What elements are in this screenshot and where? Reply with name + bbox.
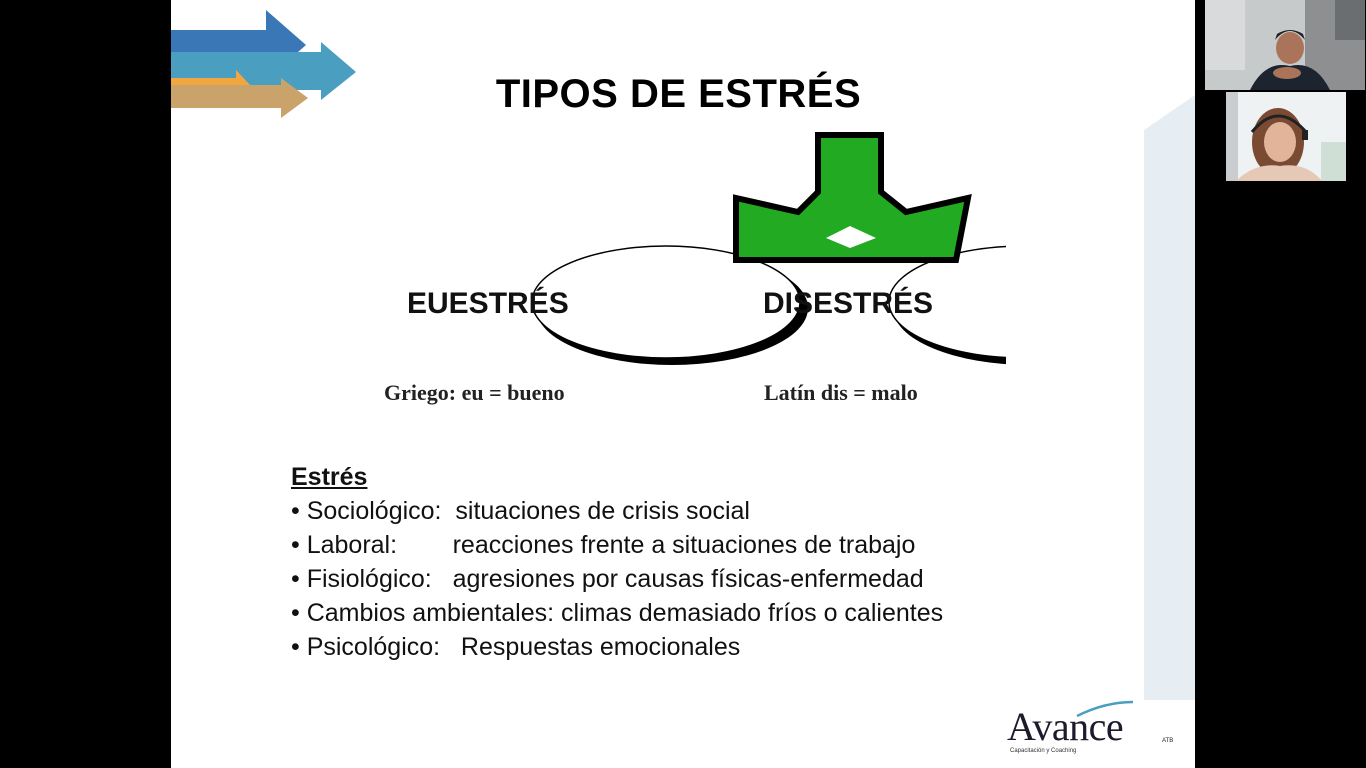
disestres-label: DISESTRÉS — [763, 287, 934, 320]
bullet-item: • Sociológico: situaciones de crisis soc… — [291, 497, 750, 525]
disestres-origin: Latín dis = malo — [764, 380, 918, 405]
logo-text: Avance — [1007, 704, 1124, 749]
bullet-item: • Cambios ambientales: climas demasiado … — [291, 599, 944, 627]
disestres-ellipse — [888, 245, 1006, 359]
logo-tagline: Capacitación y Coaching — [1010, 748, 1077, 754]
stress-types-diagram — [531, 132, 1006, 365]
bullet-item: • Fisiológico: agresiones por causas fís… — [291, 565, 924, 593]
split-arrow-icon — [733, 132, 972, 263]
logo-suffix: ATB — [1162, 738, 1174, 744]
decorative-panel — [1144, 95, 1195, 700]
logo-swoosh-icon — [1076, 700, 1134, 718]
participant-video-woman-headset — [1226, 92, 1346, 181]
estres-heading: Estrés — [291, 463, 368, 491]
participant-video-tile[interactable] — [1226, 92, 1346, 181]
participant-video-man — [1205, 0, 1365, 90]
avance-logo: Avance ATB Capacitación y Coaching — [1007, 700, 1177, 760]
bullet-item: • Psicológico: Respuestas emocionales — [291, 633, 741, 661]
presentation-slide: TIPOS DE ESTRÉS EUESTRÉS DISESTRÉS Grieg… — [171, 0, 1195, 768]
euestres-ellipse — [531, 245, 801, 359]
euestres-origin: Griego: eu = bueno — [384, 380, 565, 405]
euestres-label: EUESTRÉS — [407, 287, 569, 320]
bullet-item: • Laboral: reacciones frente a situacion… — [291, 531, 916, 559]
estres-list: Estrés • Sociológico: situaciones de cri… — [291, 460, 943, 664]
participant-video-tile[interactable] — [1205, 0, 1365, 90]
decorative-arrows-icon — [171, 10, 356, 118]
slide-title: TIPOS DE ESTRÉS — [495, 72, 862, 116]
